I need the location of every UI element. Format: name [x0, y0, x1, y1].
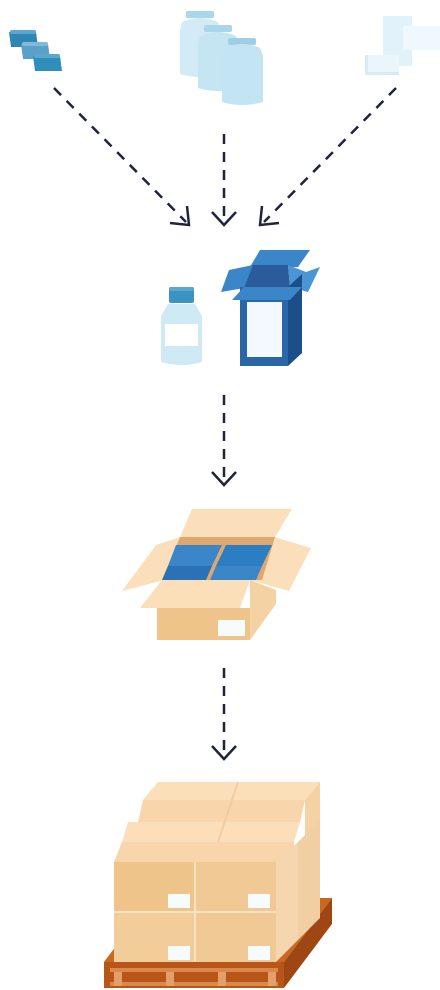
labels-icon: [365, 16, 440, 75]
arrow-labels-to-pack: [264, 88, 396, 222]
arrow-caps-to-pack: [54, 88, 186, 222]
bottles-icon: [180, 11, 263, 105]
bottle-icon: [161, 287, 202, 365]
shipping-box-icon: [122, 509, 311, 640]
caps-icon: [9, 30, 62, 71]
pallet-icon: [104, 782, 332, 988]
carton-icon: [221, 250, 320, 366]
